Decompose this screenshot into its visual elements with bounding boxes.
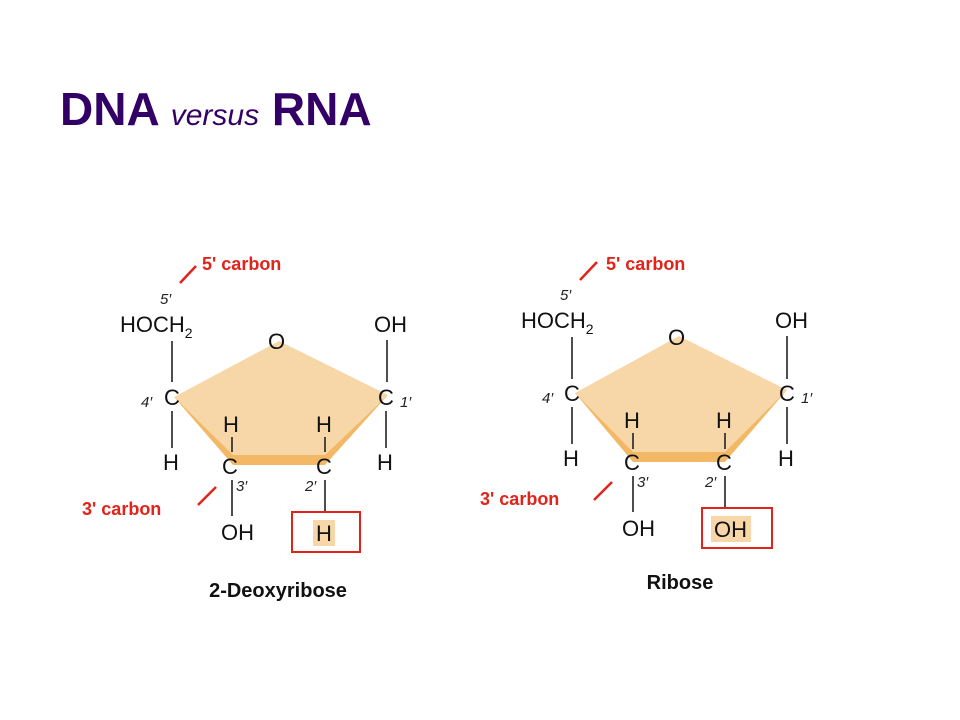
c1-hydrogen: H — [377, 450, 393, 475]
ribose-structure: 5' carbon 5′ HOCH2 O OH 4′ C H C 1′ H H … — [480, 254, 813, 594]
molecule-caption: 2-Deoxyribose — [209, 580, 347, 602]
num-4: 4′ — [542, 390, 554, 407]
c2-group: OH — [714, 517, 747, 542]
title-versus: versus — [170, 99, 260, 132]
carbon3-label: 3' carbon — [480, 489, 559, 509]
c1-hydrogen: H — [778, 446, 794, 471]
num-2: 2′ — [304, 478, 317, 495]
c3-top-hydrogen: H — [223, 412, 239, 437]
molecule-caption: Ribose — [647, 572, 714, 594]
num-5: 5′ — [160, 291, 172, 308]
num-5: 5′ — [560, 287, 572, 304]
hoch-text: HOCH — [521, 308, 586, 333]
title-dna: DNA — [60, 83, 158, 135]
c2-top-hydrogen: H — [716, 408, 732, 433]
carbon3-pointer — [593, 481, 613, 501]
hoch2-group: HOCH2 — [120, 312, 193, 341]
hoch2-group: HOCH2 — [521, 308, 594, 337]
hoch-subscript: 2 — [586, 321, 594, 337]
carbon5-pointer — [579, 261, 598, 281]
c2-group-highlight — [313, 520, 335, 546]
c2-group-box — [291, 511, 361, 553]
c2-group-box — [701, 507, 773, 549]
c2-top-hydrogen: H — [316, 412, 332, 437]
hoch-text: HOCH — [120, 312, 185, 337]
num-3: 3′ — [637, 474, 649, 491]
carbon3-pointer — [197, 486, 217, 506]
c4-hydrogen: H — [163, 450, 179, 475]
ring-oxygen: O — [268, 329, 285, 354]
carbon5-label: 5' carbon — [202, 254, 281, 274]
ring — [575, 336, 787, 452]
c1-hydroxyl: OH — [374, 312, 407, 337]
c1-hydroxyl: OH — [775, 308, 808, 333]
num-3: 3′ — [236, 478, 248, 495]
carbon3-label: 3' carbon — [82, 499, 161, 519]
c2-group-highlight — [711, 516, 751, 542]
c4-carbon: C — [164, 385, 180, 410]
ring — [174, 341, 388, 455]
num-4: 4′ — [141, 394, 153, 411]
num-1: 1′ — [400, 394, 412, 411]
c3-hydroxyl: OH — [622, 516, 655, 541]
c1-carbon: C — [378, 385, 394, 410]
num-2: 2′ — [704, 474, 717, 491]
carbon5-label: 5' carbon — [606, 254, 685, 274]
title-rna: RNA — [271, 83, 372, 135]
c4-carbon: C — [564, 381, 580, 406]
ring-oxygen: O — [668, 325, 685, 350]
num-1: 1′ — [801, 390, 813, 407]
c4-hydrogen: H — [563, 446, 579, 471]
c3-top-hydrogen: H — [624, 408, 640, 433]
c1-carbon: C — [779, 381, 795, 406]
c2-carbon: C — [716, 450, 732, 475]
c2-group: H — [316, 521, 332, 546]
c3-carbon: C — [624, 450, 640, 475]
hoch-subscript: 2 — [185, 325, 193, 341]
c3-hydroxyl: OH — [221, 520, 254, 545]
carbon5-pointer — [179, 265, 197, 284]
deoxyribose-structure: 5' carbon 5′ HOCH2 O OH 4′ C H C 1′ H H … — [82, 254, 412, 602]
c2-carbon: C — [316, 454, 332, 479]
slide-title: DNA versus RNA — [60, 86, 372, 132]
c3-carbon: C — [222, 454, 238, 479]
